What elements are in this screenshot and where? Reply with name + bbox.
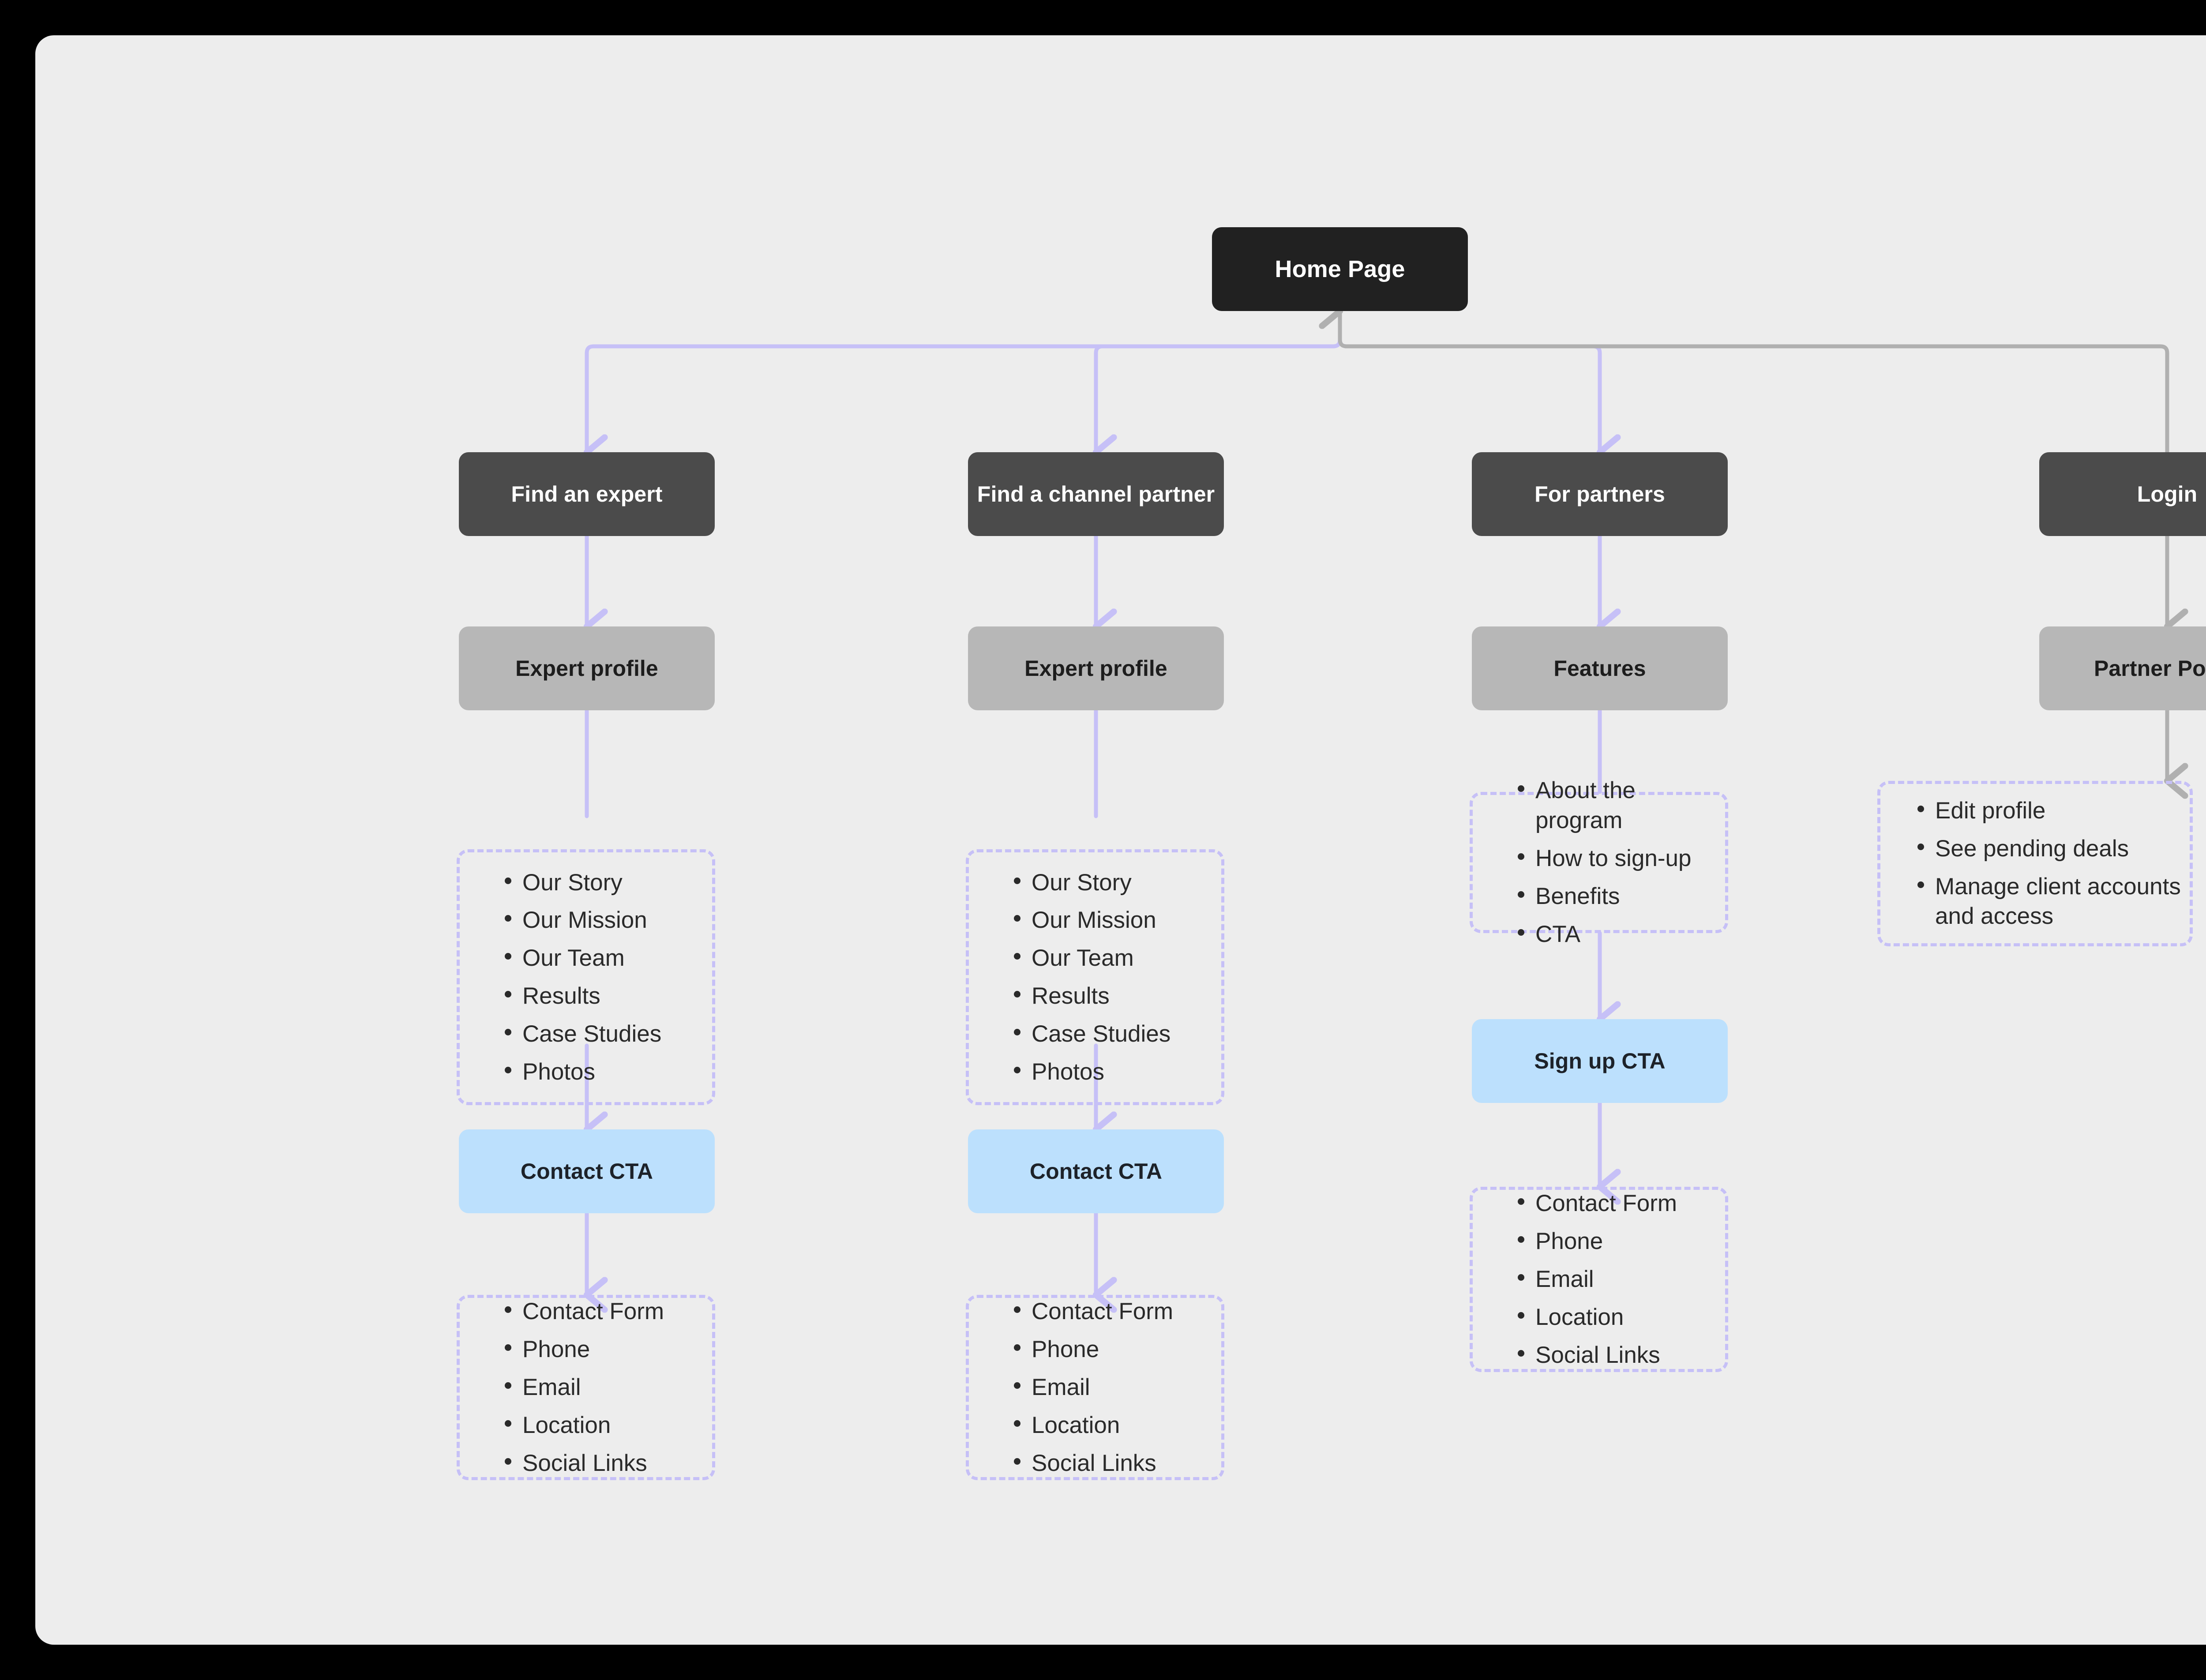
node-label: Home Page [1275, 255, 1405, 282]
list-item: Phone [1515, 1222, 1677, 1260]
list-item: How to sign-up [1515, 840, 1725, 878]
node-label: Contact CTA [520, 1159, 653, 1184]
node-partner-portal[interactable]: Partner Portal [2039, 626, 2206, 710]
node-features[interactable]: Features [1472, 626, 1728, 710]
list-item: Location [502, 1406, 664, 1444]
node-label: Expert profile [1024, 656, 1167, 681]
list-item: Our Mission [1011, 901, 1171, 939]
list-item: Results [502, 977, 661, 1015]
list-item: Our Team [1011, 939, 1171, 977]
list-item: Edit profile [1915, 792, 2190, 830]
list-item: Our Mission [502, 901, 661, 939]
node-find-a-channel-partner[interactable]: Find a channel partner [968, 452, 1224, 536]
node-label: Features [1553, 656, 1646, 681]
node-home-page[interactable]: Home Page [1212, 227, 1468, 311]
list-item: Social Links [502, 1444, 664, 1482]
list-item: See pending deals [1915, 830, 2190, 868]
list-item: Benefits [1515, 878, 1725, 915]
list-item: Manage client accounts and access [1915, 868, 2190, 936]
node-sign-up-cta[interactable]: Sign up CTA [1472, 1019, 1728, 1103]
list-item: Case Studies [502, 1015, 661, 1053]
node-contact-cta-2[interactable]: Contact CTA [968, 1129, 1224, 1213]
list-item: Photos [1011, 1053, 1171, 1091]
node-label: Partner Portal [2093, 656, 2206, 681]
list-item: Contact Form [1011, 1293, 1173, 1331]
list-item: Location [1515, 1298, 1677, 1336]
list-item: Photos [502, 1053, 661, 1091]
node-label: Find an expert [511, 482, 663, 506]
list-item: Location [1011, 1406, 1173, 1444]
node-label: For partners [1534, 482, 1665, 506]
list-item: CTA [1515, 915, 1725, 953]
list-item: Email [502, 1369, 664, 1406]
node-label: Find a channel partner [977, 482, 1215, 506]
list-item: Email [1515, 1260, 1677, 1298]
node-label: Sign up CTA [1534, 1049, 1666, 1073]
list-item: About the program [1515, 772, 1725, 840]
list-item: Social Links [1011, 1444, 1173, 1482]
list-item: Our Story [1011, 864, 1171, 902]
list-item: Social Links [1515, 1336, 1677, 1374]
node-label: Expert profile [515, 656, 658, 681]
list-item: Case Studies [1011, 1015, 1171, 1053]
list-item: Our Team [502, 939, 661, 977]
list-item: Email [1011, 1369, 1173, 1406]
node-expert-profile-2[interactable]: Expert profile [968, 626, 1224, 710]
diagram-canvas: Home Page Find an expert Expert profile … [35, 35, 2206, 1645]
list-item: Contact Form [1515, 1185, 1677, 1222]
list-item: Contact Form [502, 1293, 664, 1331]
list-item: Our Story [502, 864, 661, 902]
list-item: Results [1011, 977, 1171, 1015]
node-find-an-expert[interactable]: Find an expert [459, 452, 715, 536]
node-for-partners[interactable]: For partners [1472, 452, 1728, 536]
node-label: Login [2137, 482, 2198, 506]
node-contact-cta-1[interactable]: Contact CTA [459, 1129, 715, 1213]
node-expert-profile-1[interactable]: Expert profile [459, 626, 715, 710]
node-login[interactable]: Login [2039, 452, 2206, 536]
node-label: Contact CTA [1029, 1159, 1163, 1184]
list-item: Phone [502, 1331, 664, 1369]
list-item: Phone [1011, 1331, 1173, 1369]
